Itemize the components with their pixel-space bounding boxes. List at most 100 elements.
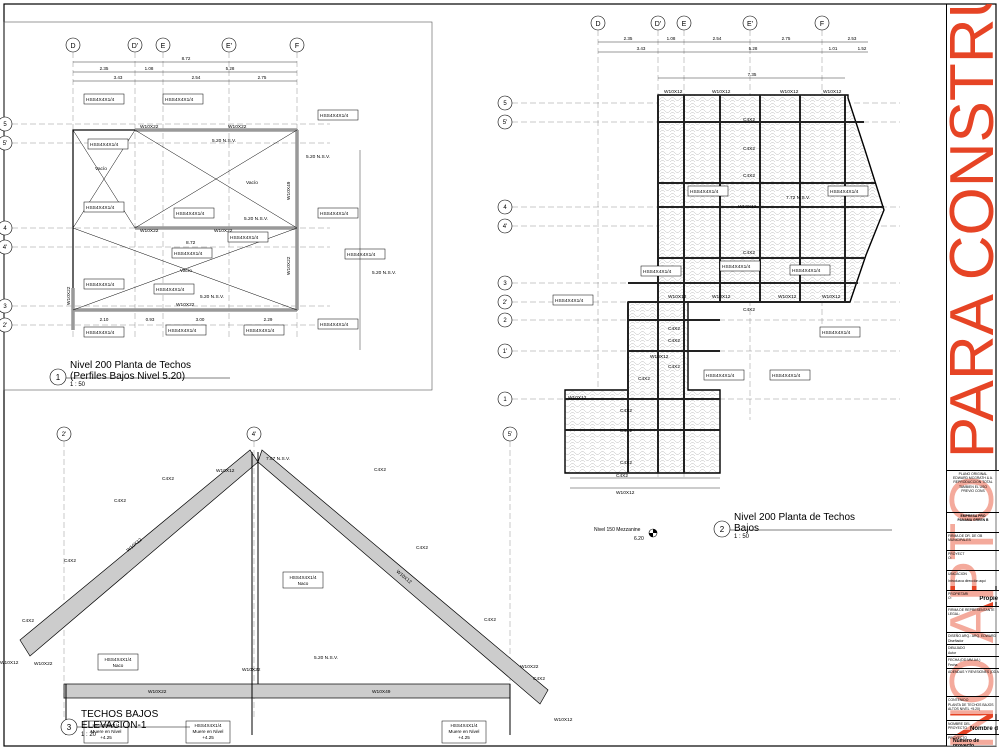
- v1-label: HSS4X4X1/4: [174, 251, 203, 257]
- v2-grid-row: 5': [503, 120, 507, 126]
- v1-row-3: 3: [3, 304, 7, 310]
- tb-nombre-value: Nombre d: [969, 726, 998, 732]
- v3-w10x12: W10X12: [554, 717, 573, 723]
- v1-grid-f: F: [295, 43, 299, 50]
- v3-c4x2: C4X2: [416, 545, 428, 551]
- v1-label: HSS4X4X1/4: [156, 287, 185, 293]
- v1-vacio: Vacío: [180, 268, 192, 274]
- v2-w10x12: W10X12: [712, 89, 731, 95]
- view3-elevation: 2' 4' 5' 7.57 N.S.V. 5.20 N.S.V. W10X12 …: [0, 426, 573, 744]
- v2-w10x12: W10X12: [668, 294, 687, 300]
- v3-w10x22: W10X22: [242, 667, 261, 673]
- v2-hss: HSS4X4X1/4: [822, 330, 851, 336]
- v2-hss: HSS4X4X1/4: [830, 189, 859, 195]
- v3-c4x2: C4X2: [22, 618, 34, 624]
- v1-dim-b: 0.93: [146, 317, 155, 322]
- v3-c4x2: C4X2: [484, 617, 496, 623]
- v1-grid-d2: D': [132, 43, 138, 50]
- v1-dim: 3.43: [114, 75, 123, 80]
- v2-w10x12: W10X12: [650, 354, 669, 360]
- v2-w10x12: W10X12: [822, 294, 841, 300]
- v2-number: 2: [720, 525, 725, 534]
- tb-ubicacion-value: Introduzca dirección aquí: [947, 578, 999, 586]
- v2-c4x2: C4X2: [743, 117, 755, 123]
- view1-plan: D D' E E' F 5 5' 4 4' 3 2': [0, 37, 396, 388]
- v2-w10x12: W10X12: [616, 490, 635, 496]
- v3-c4x2: C4X2: [162, 476, 174, 482]
- v1-label: HSS4X4X1/4: [320, 322, 349, 328]
- v3-c4x2: C4X2: [374, 467, 386, 473]
- v2-grid-row: 5: [503, 101, 507, 107]
- v1-dim-872: 8.72: [186, 240, 196, 246]
- v1-dim: 1.08: [145, 66, 154, 71]
- v1-dim: 2.35: [100, 66, 109, 71]
- v1-dim-b: 2.29: [264, 317, 273, 322]
- v2-grid-col: F: [820, 21, 824, 28]
- v1-w10x49: W10X49: [286, 181, 292, 200]
- v2-c4x2: C4X2: [743, 146, 755, 152]
- v1-nsv: 5.20 N.S.V.: [244, 216, 268, 222]
- v1-label: HSS4X4X1/4: [347, 252, 376, 258]
- view2-plan: D D' E E' F 5 5' 4 4' 3 2' 2 1' 1: [497, 15, 900, 542]
- v2-c4x2: C4X2: [743, 307, 755, 313]
- v2-dim: 7.35: [748, 72, 757, 77]
- v1-dim-b: 3.00: [196, 317, 205, 322]
- v3-c4x2: C4X2: [533, 676, 545, 682]
- v1-label: HSS4X4X1/4: [320, 113, 349, 119]
- v2-w10x12: W10X12: [738, 204, 757, 210]
- v3-w10x12: W10X12: [216, 468, 235, 474]
- v3-w10x22: W10X22: [34, 661, 53, 667]
- v2-hss: HSS4X4X1/4: [690, 189, 719, 195]
- v2-c4x2: C4X2: [743, 173, 755, 179]
- v2-c4x2: C4X2: [668, 338, 680, 344]
- v2-dim: 3.43: [637, 46, 646, 51]
- tb-firma-rep: FIRMA DE REPRESENTANTE LEGAL:: [947, 606, 999, 632]
- v1-label: HSS4X4X1/4: [90, 142, 119, 148]
- v2-dim: 1.08: [667, 36, 676, 41]
- v2-w10x12: W10X12: [712, 294, 731, 300]
- v2-hss: HSS4X4X1/4: [643, 269, 672, 275]
- tb-original: PLANO ORIGINAL EDWARD MCGRATH & A. REPRO…: [947, 470, 999, 512]
- v1-label: HSS4X4X1/4: [320, 211, 349, 217]
- v1-label: HSS4X4X1/4: [176, 211, 205, 217]
- v3-scale: 1 : 20: [81, 732, 97, 738]
- v1-row-4: 4: [3, 226, 7, 232]
- v2-grid-row: 4': [503, 224, 507, 230]
- v2-c4x2: C4X2: [620, 460, 632, 466]
- tb-dibujado: DIBUJADO: [947, 644, 999, 650]
- tb-numero-value: Número de proyecto: [953, 738, 980, 747]
- v2-grid-row: 3: [503, 281, 507, 287]
- v2-hss: HSS4X4X1/4: [792, 268, 821, 274]
- v1-grid-e2: E': [226, 43, 232, 50]
- v3-nsv: 7.57 N.S.V.: [266, 456, 290, 462]
- v1-w10x22: W10X22: [228, 124, 247, 130]
- tb-contenido-value: PLANTA DE TECHOS BAJOS ALTOS NIVEL +5.20…: [947, 702, 999, 714]
- tb-autor: Autor: [947, 650, 999, 656]
- v2-dim: 1.52: [858, 46, 867, 51]
- v2-c4x2: C4X2: [620, 408, 632, 414]
- v2-c4x2: C4X2: [668, 364, 680, 370]
- v2-hss: HSS4X4X1/4: [722, 264, 751, 270]
- v3-nsv: 5.20 N.S.V.: [314, 655, 338, 661]
- v1-label: HSS4X4X1/4: [165, 97, 194, 103]
- tb-fecha-value: Fecha: [947, 662, 999, 668]
- v2-grid-row: 1': [503, 349, 507, 355]
- v1-dim-b: 2.10: [100, 317, 109, 322]
- v1-label: HSS4X4X1/4: [86, 205, 115, 211]
- v1-row-5p: 5': [3, 141, 7, 147]
- tb-fecha: FECHA (DD.MM.AA.): [947, 656, 999, 662]
- v1-label: HSS4X4X1/4: [246, 328, 275, 334]
- tb-propietario-label: PROPIETARI O:: [947, 590, 999, 602]
- v1-number: 1: [56, 373, 61, 382]
- v1-w10x22-v: W10X22: [66, 286, 72, 305]
- v1-grid-d: D: [70, 43, 75, 50]
- v2-dim: 2.75: [782, 36, 791, 41]
- tb-propietario-value: Propie: [979, 596, 998, 602]
- v3-grid: 5': [508, 432, 512, 438]
- v2-grid-row: 4: [503, 205, 507, 211]
